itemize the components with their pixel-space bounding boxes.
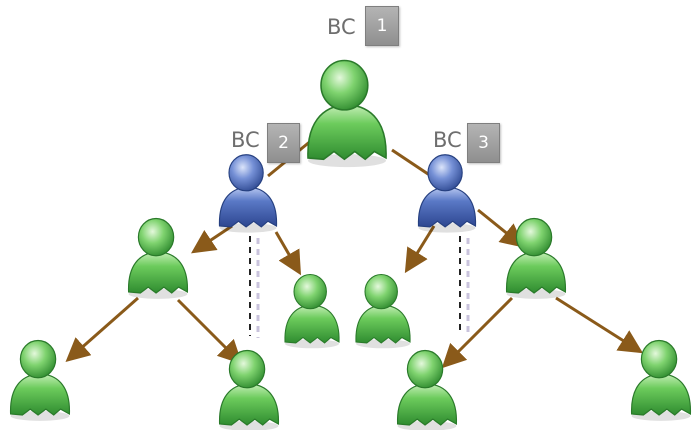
arrow-r2-rl bbox=[441, 296, 514, 369]
bc-1-badge: 1 bbox=[365, 6, 399, 46]
bc-3-user-icon bbox=[417, 154, 477, 234]
arrow-l1-ll bbox=[65, 296, 139, 362]
bc-1-user-icon bbox=[307, 59, 387, 168]
bc-2-user-icon bbox=[218, 154, 278, 234]
user-r2-icon bbox=[505, 217, 567, 300]
dashed-separators bbox=[249, 236, 470, 338]
user-r1-icon bbox=[355, 273, 411, 349]
bc-2-badge: 2 bbox=[267, 123, 300, 163]
arrow-l1-lr bbox=[176, 298, 243, 365]
user-l2-icon bbox=[284, 273, 340, 349]
user-l1-icon bbox=[127, 217, 189, 300]
bc-3-badge: 3 bbox=[467, 123, 500, 163]
bc-1-label: BC bbox=[327, 15, 356, 39]
bc-2-label: BC bbox=[231, 128, 260, 152]
arrow-r2-rr bbox=[555, 296, 644, 354]
arrow-bc2-l2 bbox=[274, 231, 302, 276]
user-lr-icon bbox=[218, 349, 280, 430]
user-ll-icon bbox=[9, 339, 71, 422]
bc-3-label: BC bbox=[433, 128, 462, 152]
user-rr-icon bbox=[630, 339, 692, 422]
arrow-bc3-r2 bbox=[477, 208, 525, 248]
arrow-bc3-r1 bbox=[404, 225, 436, 274]
